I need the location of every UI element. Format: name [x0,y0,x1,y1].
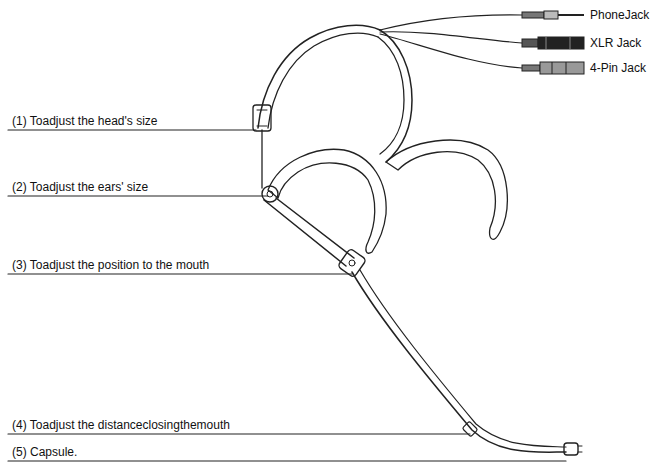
callout-text: (5) Capsule. [12,445,77,459]
connector-label: PhoneJack [590,8,649,22]
callout-text: (2) Toadjust the ears' size [12,180,148,194]
callout-text: (1) Toadjust the head's size [12,114,158,128]
callout-text: (4) Toadjust the distanceclosingthemouth [12,418,230,432]
callout-text: (3) Toadjust the position to the mouth [12,258,209,272]
connector-label: 4-Pin Jack [590,61,646,75]
connector-label: XLR Jack [590,36,641,50]
